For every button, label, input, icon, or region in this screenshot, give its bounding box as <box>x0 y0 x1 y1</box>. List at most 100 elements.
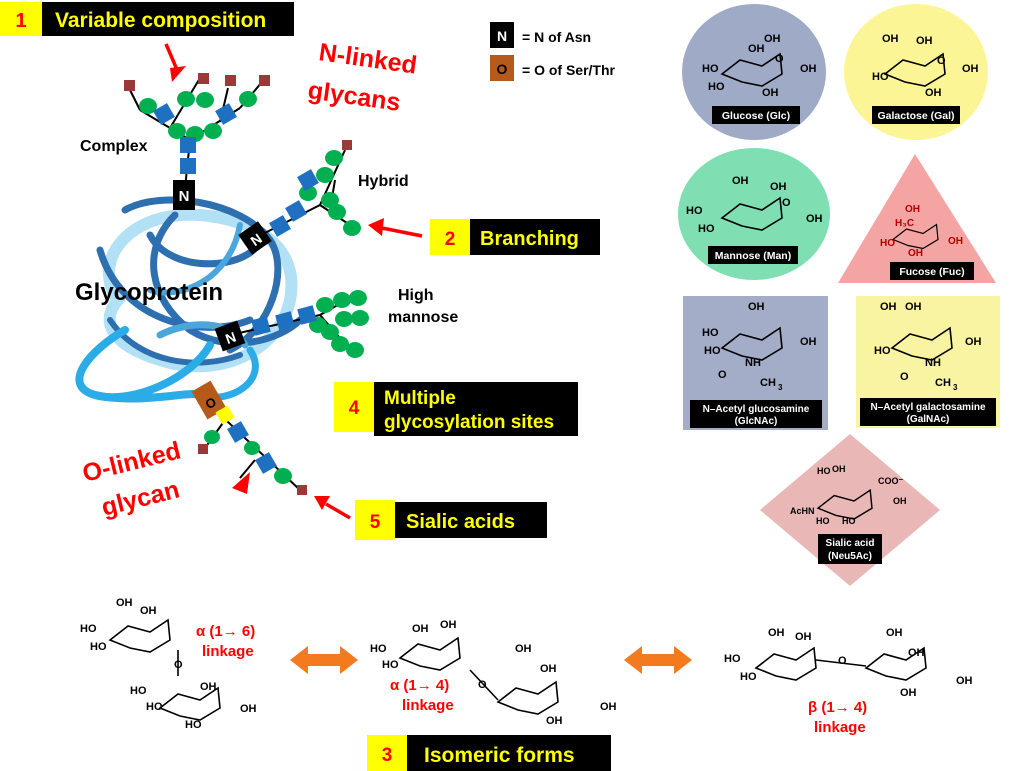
glycoprotein-label: Glycoprotein <box>75 279 223 306</box>
svg-text:NH: NH <box>745 357 761 369</box>
glucose-panel: OH OH HO HO OH OH O Glucose (Glc) <box>682 4 826 140</box>
svg-text:HO: HO <box>698 223 715 235</box>
svg-text:CH: CH <box>935 377 951 389</box>
svg-text:O: O <box>782 197 791 209</box>
galnac-label-line2: (GalNAc) <box>907 414 950 425</box>
svg-text:HO: HO <box>686 205 703 217</box>
callout-4-label-line2: glycosylation sites <box>384 412 554 433</box>
isomer-alpha-1-6: OH OH HO HO O HO OH HO OH HO <box>80 597 257 731</box>
linkage-a14-line2: linkage <box>402 697 454 714</box>
svg-text:OH: OH <box>748 43 765 55</box>
fucose-panel: OH H₃C HO OH OH Fucose (Fuc) <box>838 154 996 283</box>
high-label-line1: High <box>398 287 434 304</box>
svg-text:OH: OH <box>893 496 907 506</box>
svg-text:OH: OH <box>916 35 933 47</box>
svg-text:OH: OH <box>600 701 617 713</box>
svg-text:3: 3 <box>953 383 958 392</box>
svg-text:O: O <box>718 369 727 381</box>
o-linked-glycan: O <box>191 380 307 495</box>
sialic-label-line1: Sialic acid <box>826 538 875 549</box>
glcnac-label-line1: N–Acetyl glucosamine <box>703 404 810 415</box>
svg-text:OH: OH <box>905 301 922 313</box>
svg-text:HO: HO <box>872 71 889 83</box>
svg-text:OH: OH <box>908 248 923 259</box>
svg-text:OH: OH <box>770 181 787 193</box>
hybrid-label: Hybrid <box>358 173 409 190</box>
svg-text:CH: CH <box>760 377 776 389</box>
svg-text:HO: HO <box>702 327 719 339</box>
svg-text:HO: HO <box>740 671 757 683</box>
linkage-a16-line2: linkage <box>202 643 254 660</box>
key-o-label: = O of Ser/Thr <box>522 62 616 78</box>
linkage-b14-line1: β (1→ 4) <box>808 699 867 716</box>
arrow-2 <box>368 218 423 238</box>
callout-5-label: Sialic acids <box>406 511 515 533</box>
complex-label: Complex <box>80 138 148 155</box>
callout-1-number: 1 <box>15 10 26 32</box>
glcnac-panel: OH HO HO OH NH O CH 3 N–Acetyl glucosami… <box>683 296 828 430</box>
n-linked-title-line2: glycans <box>306 76 402 117</box>
svg-text:OH: OH <box>886 627 903 639</box>
svg-text:O: O <box>937 55 946 67</box>
svg-text:O: O <box>775 53 784 65</box>
isomer-beta-1-4: OH OH HO HO O OH OH OH OH <box>724 627 973 699</box>
callout-4: 4 Multiple glycosylation sites <box>334 382 578 436</box>
svg-text:OH: OH <box>200 681 217 693</box>
svg-text:OH: OH <box>800 336 817 348</box>
svg-text:OH: OH <box>900 687 917 699</box>
sialic-label-line2: (Neu5Ac) <box>828 551 872 562</box>
svg-text:OH: OH <box>540 663 557 675</box>
svg-text:O: O <box>497 61 508 77</box>
svg-text:OH: OH <box>412 623 429 635</box>
svg-text:OH: OH <box>965 336 982 348</box>
key-n: N = N of Asn <box>490 22 591 48</box>
svg-text:OH: OH <box>905 204 920 215</box>
callout-5: 5 Sialic acids <box>355 500 547 540</box>
svg-text:OH: OH <box>948 236 963 247</box>
hybrid-glycan: N <box>238 140 361 255</box>
svg-text:N: N <box>497 28 507 44</box>
svg-text:N: N <box>179 188 190 205</box>
svg-text:OH: OH <box>908 647 925 659</box>
svg-text:NH: NH <box>925 357 941 369</box>
svg-text:HO: HO <box>702 63 719 75</box>
svg-text:3: 3 <box>778 383 783 392</box>
callout-1-label: Variable composition <box>55 9 266 32</box>
svg-text:OH: OH <box>806 213 823 225</box>
complex-glycan: N <box>124 73 270 210</box>
key-n-label: = N of Asn <box>522 29 591 45</box>
key-o: O = O of Ser/Thr <box>490 55 616 81</box>
svg-text:AcHN: AcHN <box>790 506 815 516</box>
svg-text:OH: OH <box>768 627 785 639</box>
svg-text:OH: OH <box>880 301 897 313</box>
galactose-panel: OH OH HO OH OH O Galactose (Gal) <box>844 4 988 140</box>
o-linked-title-line2: glycan <box>99 475 183 521</box>
svg-text:OH: OH <box>962 63 979 75</box>
svg-text:OH: OH <box>515 643 532 655</box>
svg-text:HO: HO <box>185 719 202 731</box>
glcnac-label-line2: (GlcNAc) <box>735 416 778 427</box>
svg-text:OH: OH <box>764 33 781 45</box>
svg-text:OH: OH <box>240 703 257 715</box>
galactose-label: Galactose (Gal) <box>877 110 954 122</box>
arrow-5 <box>314 496 351 520</box>
svg-text:HO: HO <box>90 641 107 653</box>
linkage-a14-line1: α (1→ 4) <box>390 677 449 694</box>
svg-text:COO⁻: COO⁻ <box>878 476 904 486</box>
high-mannose-glycan: N <box>214 290 369 358</box>
svg-text:OH: OH <box>732 175 749 187</box>
svg-text:H₃C: H₃C <box>895 218 914 229</box>
svg-text:O: O <box>174 659 183 671</box>
svg-text:OH: OH <box>762 87 779 99</box>
mannose-panel: OH OH HO HO OH O Mannose (Man) <box>678 148 830 280</box>
mannose-label: Mannose (Man) <box>715 250 791 262</box>
svg-text:OH: OH <box>882 33 899 45</box>
callout-3: 3 Isomeric forms <box>367 735 611 771</box>
svg-text:OH: OH <box>546 715 563 727</box>
svg-text:HO: HO <box>880 238 895 249</box>
svg-text:HO: HO <box>370 643 387 655</box>
svg-text:HO: HO <box>817 466 831 476</box>
glucose-label: Glucose (Glc) <box>722 110 790 122</box>
callout-4-label-line1: Multiple <box>384 388 456 409</box>
high-label-line2: mannose <box>388 309 458 326</box>
